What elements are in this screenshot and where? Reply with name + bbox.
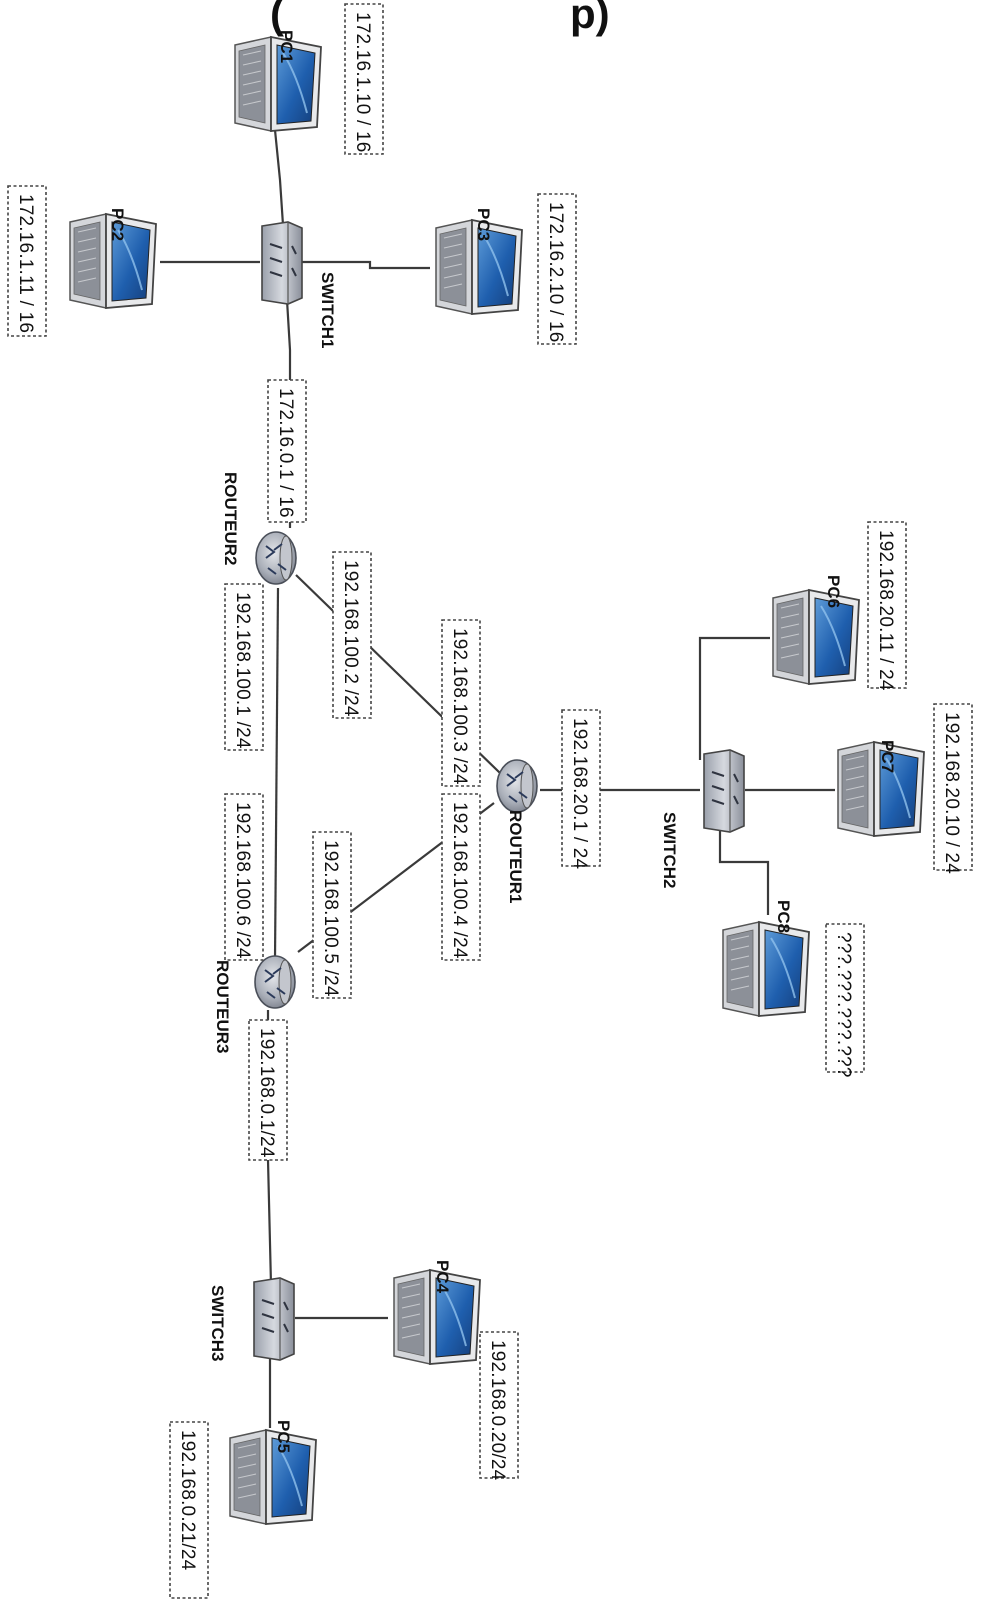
- laptop-icon: [229, 1429, 317, 1525]
- pc6-label: PC6: [824, 575, 843, 608]
- ip-pc3: 172.16.2.10 / 16: [545, 202, 566, 343]
- pc4-label: PC4: [433, 1260, 452, 1294]
- ip-pc2: 172.16.1.11 / 16: [15, 194, 36, 333]
- switch1-label: SWITCH1: [318, 272, 337, 349]
- ip-box-r3-to-r1: 192.168.100.5 /24: [312, 831, 352, 999]
- page-title: ( p): [270, 0, 610, 37]
- ip-box-pc6: 192.168.20.11 / 24: [867, 521, 907, 691]
- routeur1-label: ROUTEUR1: [506, 810, 525, 904]
- ip-box-pc2: 172.16.1.11 / 16: [7, 185, 47, 337]
- title-fragment-right: p): [570, 0, 610, 37]
- ip-box-pc3: 172.16.2.10 / 16: [537, 193, 577, 345]
- ip-pc7: 192.168.20.10 / 24: [941, 712, 962, 874]
- router-icon: [496, 759, 538, 813]
- pc2-label: PC2: [108, 208, 127, 241]
- laptop-icon: [772, 589, 860, 685]
- ip-r1-lan: 192.168.20.1 / 24: [569, 718, 590, 870]
- router-icon: [254, 955, 296, 1009]
- switch2[interactable]: SWITCH2: [660, 749, 745, 889]
- ip-box-r2-to-r1: 192.168.100.2 /24: [332, 551, 372, 719]
- switch-icon: [703, 749, 745, 833]
- routeur3-label: ROUTEUR3: [213, 960, 232, 1054]
- switch2-label: SWITCH2: [660, 812, 679, 889]
- ip-r2-to-r1: 192.168.100.2 /24: [340, 560, 361, 717]
- switch3[interactable]: SWITCH3: [208, 1277, 295, 1362]
- switch3-label: SWITCH3: [208, 1285, 227, 1362]
- pc5-laptop[interactable]: PC5: [229, 1420, 317, 1525]
- ip-box-r1-lan: 192.168.20.1 / 24: [561, 709, 601, 870]
- switch1[interactable]: SWITCH1: [261, 221, 337, 349]
- ip-r1-to-r2: 192.168.100.3 /24: [449, 628, 470, 785]
- ip-r2-to-r3: 192.168.100.1 /24: [232, 592, 253, 749]
- ip-box-r2-to-r3: 192.168.100.1 /24: [224, 583, 264, 751]
- routeur2-label: ROUTEUR2: [221, 472, 240, 566]
- title-fragment-left: (: [270, 0, 284, 37]
- ip-pc1: 172.16.1.10 / 16: [352, 12, 373, 153]
- ip-r1-to-r3: 192.168.100.4 /24: [449, 802, 470, 959]
- pc1-label: PC1: [277, 30, 296, 63]
- routeur2[interactable]: ROUTEUR2: [221, 472, 297, 585]
- ip-box-r3-to-r2: 192.168.100.6 /24: [224, 793, 264, 961]
- ip-box-pc7: 192.168.20.10 / 24: [933, 703, 973, 874]
- ip-pc5: 192.168.0.21/24: [177, 1430, 198, 1571]
- laptop-icon: [722, 921, 810, 1017]
- ip-r3-lan: 192.168.0.1/24: [256, 1028, 277, 1158]
- ip-r2-lan: 172.16.0.1 / 16: [275, 388, 296, 518]
- link-pc1-switch1: [273, 129, 285, 226]
- routeur1[interactable]: ROUTEUR1: [496, 759, 538, 904]
- router-icon: [255, 531, 297, 585]
- ip-box-pc4: 192.168.0.20/24: [479, 1331, 519, 1481]
- pc7-laptop[interactable]: PC7: [837, 740, 925, 837]
- pc7-label: PC7: [878, 740, 897, 773]
- pc5-label: PC5: [274, 1420, 293, 1453]
- ip-r3-to-r1: 192.168.100.5 /24: [320, 840, 341, 997]
- ip-box-r1-to-r2: 192.168.100.3 /24: [441, 619, 481, 787]
- ip-labels: 172.16.1.10 / 16 172.16.1.11 / 16 172.16…: [7, 3, 973, 1599]
- ip-pc8: ???.???.???.???: [833, 932, 854, 1078]
- pc6-laptop[interactable]: PC6: [772, 575, 860, 685]
- pc2-laptop[interactable]: PC2: [69, 208, 157, 309]
- pc8-laptop[interactable]: PC8: [722, 900, 810, 1017]
- ip-pc6: 192.168.20.11 / 24: [875, 530, 896, 691]
- link-switch2-pc6: [698, 636, 770, 760]
- ip-box-pc1: 172.16.1.10 / 16: [344, 3, 384, 155]
- ip-box-pc8: ???.???.???.???: [825, 923, 865, 1078]
- pc3-label: PC3: [474, 208, 493, 241]
- switch-icon: [261, 221, 303, 305]
- link-routeur2-routeur3: [273, 587, 280, 961]
- ip-box-r1-to-r3: 192.168.100.4 /24: [441, 793, 481, 961]
- pc8-label: PC8: [774, 900, 793, 933]
- pc3-laptop[interactable]: PC3: [435, 208, 523, 315]
- link-switch2-pc8: [718, 825, 770, 915]
- ip-box-r3-lan: 192.168.0.1/24: [248, 1019, 288, 1161]
- routeur3[interactable]: ROUTEUR3: [213, 955, 296, 1054]
- ip-pc4: 192.168.0.20/24: [487, 1340, 508, 1481]
- ip-r3-to-r2: 192.168.100.6 /24: [232, 802, 253, 959]
- pc1-laptop[interactable]: PC1: [234, 30, 322, 132]
- ip-box-pc5: 192.168.0.21/24: [169, 1421, 209, 1599]
- ip-box-r2-lan: 172.16.0.1 / 16: [267, 379, 307, 523]
- link-switch1-pc3: [300, 260, 430, 270]
- pc4-laptop[interactable]: PC4: [393, 1260, 481, 1365]
- switch-icon: [253, 1277, 295, 1361]
